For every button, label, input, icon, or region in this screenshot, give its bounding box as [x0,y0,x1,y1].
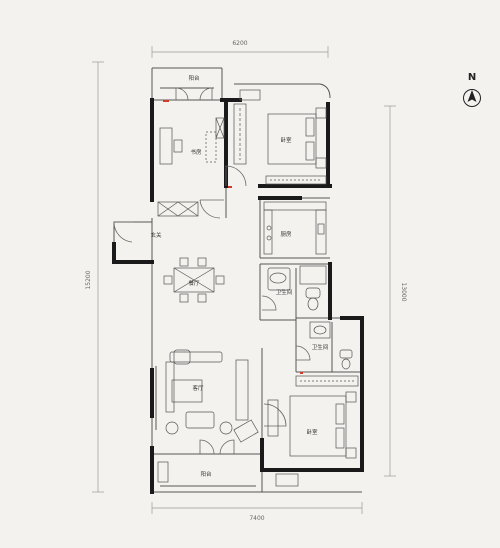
dimension-bottom: 7400 [249,515,264,522]
red-wall-marks [163,100,303,374]
compass-label: N [468,72,476,83]
label-bathroom-2: 卫生间 [312,343,329,351]
room-labels: 阳台 书房 卧室 玄关 厨房 餐厅 卫生间 卫生间 客厅 卧室 阳台 [150,74,328,478]
label-bathroom-1: 卫生间 [276,288,293,296]
label-balcony-bottom: 阳台 [200,470,212,478]
dimension-left: 15200 [85,270,92,289]
dimension-top: 6200 [232,40,247,47]
label-kitchen: 厨房 [280,230,292,238]
doors [113,87,311,455]
north-arrow-icon [463,89,481,107]
dimension-lines [92,46,396,514]
furniture [157,89,359,487]
dimension-right: 13000 [400,282,407,301]
label-living: 客厅 [192,384,204,392]
structural-walls [112,98,364,494]
label-entrance: 玄关 [150,231,162,239]
label-dining: 餐厅 [188,279,200,287]
label-study: 书房 [190,148,202,156]
label-bedroom-top: 卧室 [280,136,292,144]
label-bedroom-bottom: 卧室 [306,428,318,436]
label-balcony-top: 阳台 [188,74,200,82]
